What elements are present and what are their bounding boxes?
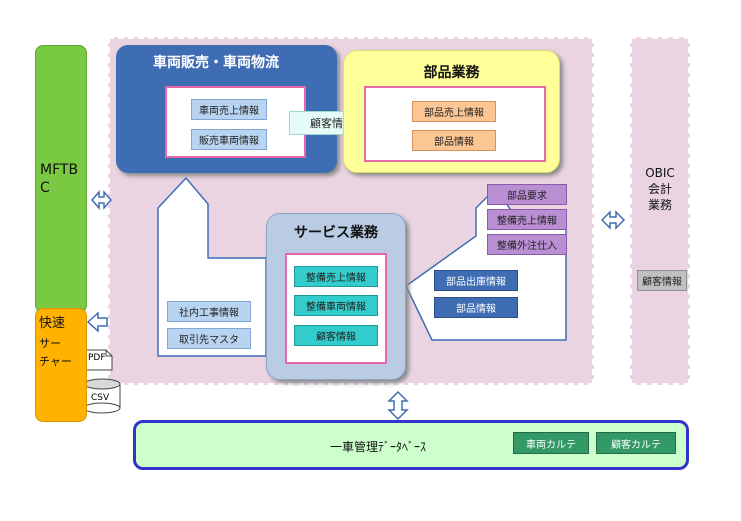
purple-item-maintenance-sales: 整備売上情報 <box>487 209 567 230</box>
vehicle-item-sales-info: 車両売上情報 <box>191 99 267 120</box>
obic-area <box>630 37 690 385</box>
database-double-arrow <box>387 390 409 421</box>
obic-label-line1: OBIC <box>645 166 675 180</box>
parts-block-title: 部品業務 <box>423 65 480 81</box>
searcher-label-line2: サー <box>39 337 61 350</box>
mftbc-label-line2: C <box>40 180 50 196</box>
service-item-maintenance-vehicle: 整備車両情報 <box>294 295 378 316</box>
obic-double-arrow <box>600 210 626 230</box>
parts-item-sales-info: 部品売上情報 <box>412 101 496 122</box>
database-item-vehicle-chart: 車両カルテ <box>513 432 589 454</box>
mftbc-system-box: MFTB C <box>35 45 87 313</box>
left-item-internal-work: 社内工事情報 <box>167 301 251 322</box>
obic-label: OBIC 会計 業務 <box>630 165 690 213</box>
mftbc-double-arrow <box>91 190 112 210</box>
purple-item-parts-request: 部品要求 <box>487 184 567 205</box>
mftbc-label-line1: MFTB <box>40 162 79 178</box>
navy-item-parts-info: 部品情報 <box>434 297 518 318</box>
left-item-supplier-master: 取引先マスタ <box>167 328 251 349</box>
service-block-title: サービス業務 <box>294 225 378 241</box>
purple-item-maintenance-outsourcing: 整備外注仕入 <box>487 234 567 255</box>
obic-label-line3: 業務 <box>647 198 672 212</box>
parts-item-parts-info: 部品情報 <box>412 130 496 151</box>
vehicle-block-title: 車両販売・車両物流 <box>153 55 279 71</box>
searcher-label-line1: 快速 <box>39 316 66 331</box>
obic-label-line2: 会計 <box>647 182 672 196</box>
database-item-customer-chart: 顧客カルテ <box>596 432 676 454</box>
pdf-label: PDF <box>88 353 106 363</box>
vehicle-item-sold-vehicle-info: 販売車両情報 <box>191 129 267 150</box>
searcher-label-line3: チャー <box>39 355 72 368</box>
service-item-customer-info: 顧客情報 <box>294 325 378 346</box>
searcher-arrow <box>86 311 108 333</box>
csv-database-icon <box>83 378 121 414</box>
obic-customer-info-tag: 顧客情報 <box>637 270 687 291</box>
database-title: 一車管理ﾃﾞｰﾀﾍﾞｰｽ <box>330 440 427 454</box>
service-item-maintenance-sales: 整備売上情報 <box>294 266 378 287</box>
csv-label: CSV <box>91 393 110 403</box>
vehicle-management-database <box>133 420 689 470</box>
quick-searcher-box <box>35 308 87 422</box>
navy-item-parts-issue: 部品出庫情報 <box>434 270 518 291</box>
